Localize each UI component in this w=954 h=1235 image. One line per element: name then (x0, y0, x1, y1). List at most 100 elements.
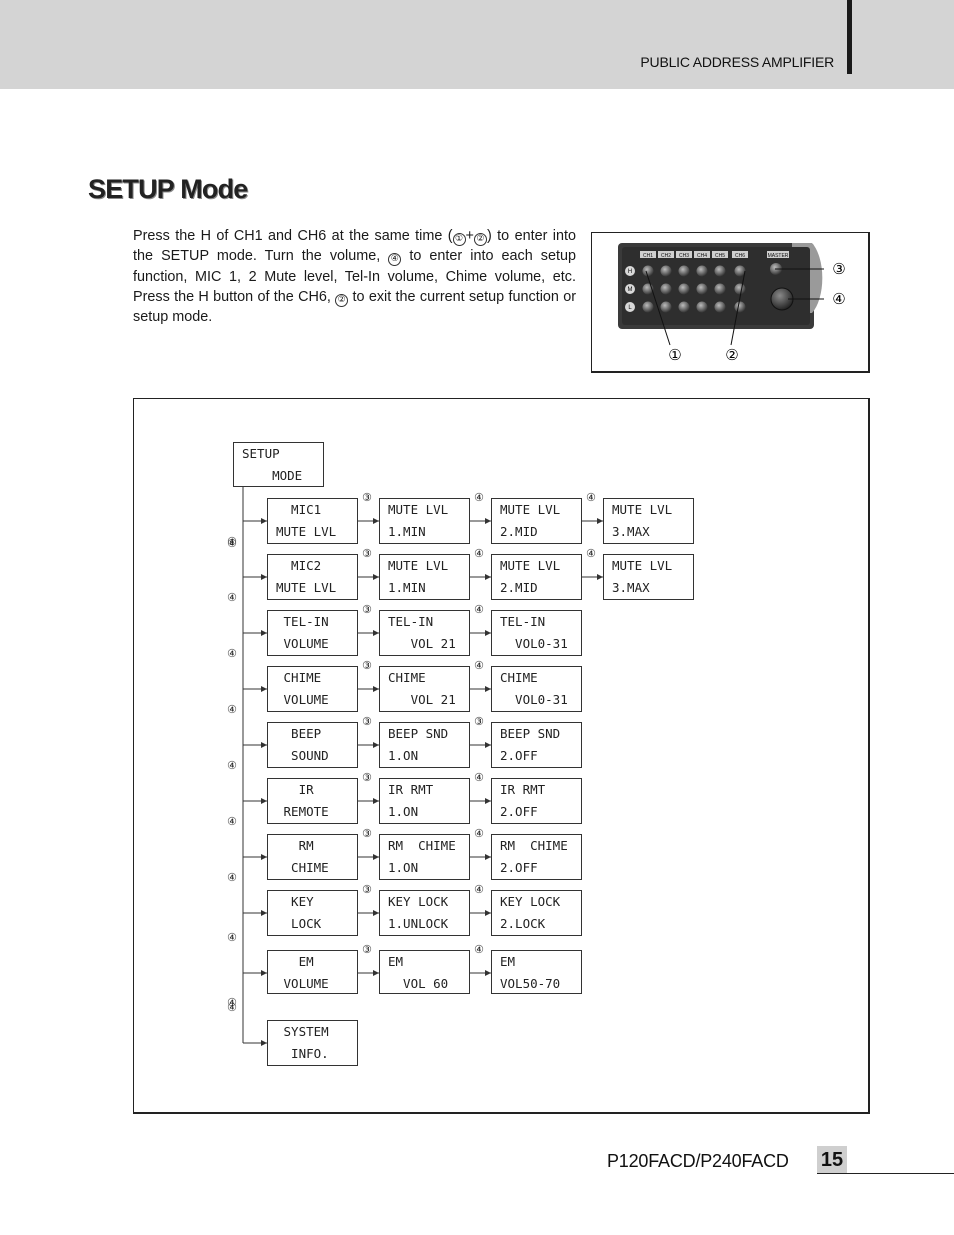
value-box-3-0: CHIME VOL 21 (379, 666, 470, 712)
channel-label: CH1 (643, 253, 653, 259)
lcd-line-1: RM CHIME (500, 839, 568, 853)
lcd-line-2: 2.OFF (500, 861, 538, 875)
setup-mode-box: SETUP MODE (233, 442, 324, 487)
intro-paragraph: Press the H of CH1 and CH6 at the same t… (133, 226, 576, 327)
lcd-line-2: 1.ON (388, 861, 418, 875)
lcd-line-2: LOCK (276, 917, 321, 931)
lcd-line-1: CHIME (388, 671, 426, 685)
lcd-line-1: KEY LOCK (388, 895, 448, 909)
lcd-line-2: 2.OFF (500, 749, 538, 763)
menu-box-1: MIC2MUTE LVL (267, 554, 358, 600)
step-marker: ④ (474, 659, 484, 672)
menu-box-7: KEY LOCK (267, 890, 358, 936)
channel-button (735, 284, 746, 295)
value-box-0-0: MUTE LVL 1.MIN (379, 498, 470, 544)
lcd-line-1: BEEP SND (500, 727, 560, 741)
channel-button (679, 302, 690, 313)
menu-box-5: IR REMOTE (267, 778, 358, 824)
lcd-line-2: VOL0-31 (500, 693, 568, 707)
channel-label: CH5 (715, 253, 725, 259)
lcd-line-2: SOUND (276, 749, 329, 763)
step-marker: ④ (227, 703, 237, 716)
callout-2-label: ② (725, 346, 738, 364)
lcd-line-2: VOL 21 (388, 637, 456, 651)
value-box-2-0: TEL-IN VOL 21 (379, 610, 470, 656)
step-marker: ③ (362, 827, 372, 840)
channel-button (715, 284, 726, 295)
footer-rule (817, 1173, 954, 1174)
lcd-line-1: KEY (276, 895, 314, 909)
callout-2-icon: ② (335, 294, 348, 307)
lcd-line-2: VOL50-70 (500, 977, 560, 991)
step-marker: ④ (227, 931, 237, 944)
level-label: H (628, 269, 632, 275)
step-marker: ④ (227, 537, 237, 550)
lcd-line-1: TEL-IN (276, 615, 329, 629)
step-marker: ④ (227, 815, 237, 828)
channel-button (679, 266, 690, 277)
lcd-line-1: IR RMT (388, 783, 433, 797)
step-marker: ④ (474, 603, 484, 616)
step-marker: ③ (362, 883, 372, 896)
lcd-line-2: 1.ON (388, 805, 418, 819)
lcd-line-1: SYSTEM (276, 1025, 329, 1039)
menu-box-9: SYSTEM INFO. (267, 1020, 358, 1066)
lcd-line-2: VOL 60 (388, 977, 448, 991)
channel-button (715, 266, 726, 277)
lcd-line-1: MUTE LVL (500, 559, 560, 573)
lcd-line-2: 1.MIN (388, 581, 426, 595)
lcd-line-2: 1.MIN (388, 525, 426, 539)
lcd-line-1: MUTE LVL (388, 503, 448, 517)
lcd-line-1: KEY LOCK (500, 895, 560, 909)
lcd-line-1: MUTE LVL (612, 503, 672, 517)
lcd-line-1: BEEP (276, 727, 321, 741)
menu-box-6: RM CHIME (267, 834, 358, 880)
step-marker: ④ (227, 647, 237, 660)
lcd-line-2: 1.ON (388, 749, 418, 763)
step-marker: ④ (586, 491, 596, 504)
value-box-0-1: MUTE LVL2.MID (491, 498, 582, 544)
lcd-line-2: 3.MAX (612, 581, 650, 595)
value-box-6-1: RM CHIME 2.OFF (491, 834, 582, 880)
value-box-5-0: IR RMT 1.ON (379, 778, 470, 824)
callout-3-label: ③ (832, 260, 845, 278)
channel-label: MASTER (768, 253, 789, 259)
lcd-line-1: MUTE LVL (500, 503, 560, 517)
header-title: PUBLIC ADDRESS AMPLIFIER (640, 54, 834, 70)
lcd-line-1: MIC2 (276, 559, 321, 573)
header-band (0, 0, 954, 89)
channel-button (697, 302, 708, 313)
callout-1-icon: ① (453, 233, 466, 246)
channel-button (715, 302, 726, 313)
step-marker: ③ (362, 771, 372, 784)
lcd-line-1: MIC1 (276, 503, 321, 517)
lcd-line-2: MODE (242, 469, 302, 483)
step-marker: ④ (474, 491, 484, 504)
value-box-0-2: MUTE LVL 3.MAX (603, 498, 694, 544)
channel-button (661, 302, 672, 313)
step-marker: ④ (227, 591, 237, 604)
level-label: M (628, 287, 633, 293)
step-marker: ③ (362, 943, 372, 956)
menu-box-2: TEL-IN VOLUME (267, 610, 358, 656)
lcd-line-2: 3.MAX (612, 525, 650, 539)
lcd-line-1: RM (276, 839, 314, 853)
channel-button (643, 266, 654, 277)
value-box-5-1: IR RMT2.OFF (491, 778, 582, 824)
value-box-3-1: CHIME VOL0-31 (491, 666, 582, 712)
lcd-line-2: VOLUME (276, 637, 329, 651)
lcd-line-2: 2.OFF (500, 805, 538, 819)
lcd-line-2: MUTE LVL (276, 581, 336, 595)
footer-model: P120FACD/P240FACD (607, 1151, 789, 1172)
step-marker: ③ (362, 491, 372, 504)
callout-4-label: ④ (832, 290, 845, 308)
channel-button (661, 266, 672, 277)
step-marker: ③ (474, 715, 484, 728)
step-marker: ④ (227, 759, 237, 772)
